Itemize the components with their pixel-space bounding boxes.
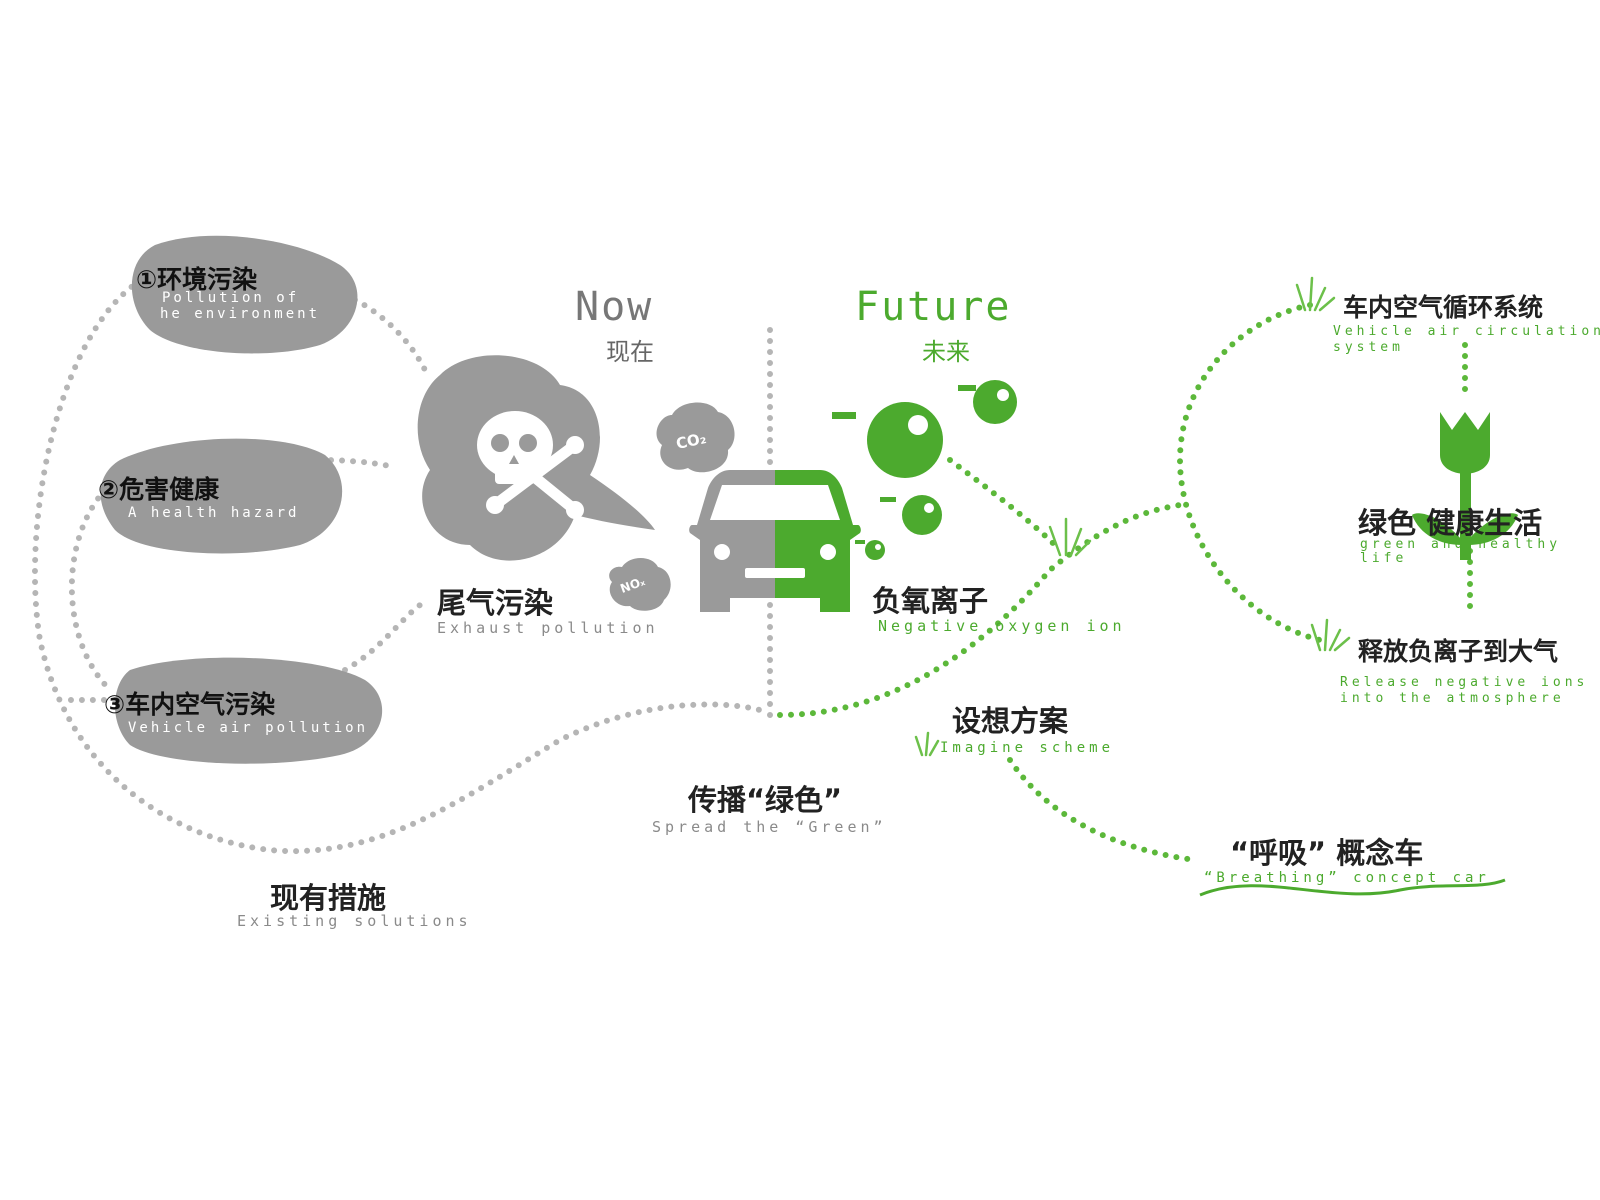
- blob-health: [100, 438, 343, 554]
- now-title: Now: [575, 284, 654, 330]
- negative-ion-en: Negative oxygen ion: [878, 617, 1126, 635]
- release-title: 释放负离子到大气: [1358, 637, 1559, 666]
- negative-ion-title: 负氧离子: [872, 584, 989, 618]
- co2-cloud: [656, 402, 735, 473]
- blob-environment-en2: he environment: [160, 306, 321, 322]
- blob-vehicle-air-en1: Vehicle air pollution: [128, 720, 369, 736]
- dotted-green-wave: [777, 502, 1183, 718]
- breathing-swoosh: [1199, 878, 1506, 897]
- breathing-en: “Breathing” concept car: [1204, 870, 1490, 886]
- spread-en: Spread the “Green”: [652, 818, 887, 836]
- green-life-title: 绿色 健康生活: [1358, 506, 1543, 540]
- tulip-icon: [1412, 412, 1518, 560]
- release-en2: into the atmosphere: [1340, 691, 1565, 706]
- spread-title: 传播“绿色”: [688, 783, 843, 817]
- exhaust-en: Exhaust pollution: [437, 619, 659, 637]
- green-life-en1: green and healthy: [1360, 537, 1562, 552]
- dotted-link-blob1-exhaust: [342, 292, 428, 373]
- car-icon: [689, 470, 861, 612]
- dotted-link-blob2-exhaust: [317, 457, 393, 469]
- dotted-green-breathing: [1007, 757, 1198, 863]
- grass-icon: [914, 276, 1351, 757]
- blob-vehicle-air-title: ③车内空气污染: [104, 690, 276, 719]
- existing-title: 现有措施: [270, 881, 387, 915]
- now-subtitle: 现在: [606, 338, 654, 366]
- nox-cloud: [609, 558, 671, 611]
- blob-environment-title: ①环境污染: [136, 265, 258, 294]
- dotted-green-arc: [1176, 302, 1323, 643]
- blob-health-en1: A health hazard: [128, 505, 300, 521]
- blob-environment: [131, 235, 358, 354]
- circulation-en2: system: [1333, 340, 1404, 355]
- dotted-loop-outer-left: [32, 272, 763, 855]
- breathing-title: “呼吸” 概念车: [1230, 836, 1424, 870]
- circulation-title: 车内空气循环系统: [1343, 293, 1544, 322]
- exhaust-title: 尾气污染: [437, 586, 554, 620]
- dotted-green-ion-link: [947, 457, 1063, 553]
- negative-ion-spheres: [832, 380, 1017, 560]
- dotted-link-blob2: [68, 487, 113, 693]
- skull-crossbones-icon: [477, 411, 584, 519]
- imagine-title: 设想方案: [952, 704, 1069, 738]
- circulation-en1: Vehicle air circulation: [1333, 324, 1600, 339]
- blob-environment-en1: Pollution of: [162, 290, 300, 306]
- future-title: Future: [855, 284, 1012, 330]
- blob-vehicle-air: [115, 657, 383, 764]
- blob-health-title: ②危害健康: [98, 475, 220, 504]
- imagine-en: Imagine scheme: [940, 740, 1115, 756]
- green-life-en2: life: [1360, 551, 1408, 566]
- dotted-link-blob3-exhaust: [342, 602, 423, 673]
- release-en1: Release negative ions: [1340, 675, 1589, 690]
- future-subtitle: 未来: [922, 338, 970, 366]
- existing-en: Existing solutions: [237, 912, 472, 930]
